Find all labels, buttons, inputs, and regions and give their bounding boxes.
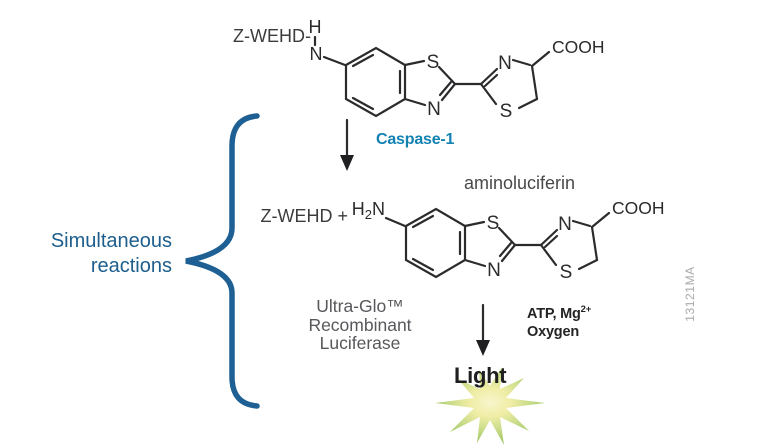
- bond: [530, 50, 551, 68]
- benzene-ring: [404, 207, 467, 279]
- arrow-head: [340, 155, 354, 171]
- caspase-1-label: Caspase-1: [376, 131, 455, 148]
- cofactors-label: ATP, Mg2+ Oxygen: [527, 301, 591, 341]
- cofactors-base: ATP, Mg: [527, 305, 581, 322]
- bond: [351, 53, 375, 68]
- atom-s: S: [487, 213, 500, 234]
- light-label: Light: [454, 363, 507, 388]
- bond: [511, 58, 532, 67]
- bond: [517, 97, 539, 110]
- bond: [411, 214, 435, 229]
- amine-n-label: N: [310, 44, 323, 64]
- bond: [500, 243, 517, 263]
- cofactors-superscript: 2+: [580, 304, 592, 315]
- cofactors-line2: Oxygen: [527, 323, 579, 340]
- atom-n: N: [427, 99, 441, 120]
- arrow-down-icon: [340, 118, 354, 171]
- amine-subscript: 2: [365, 207, 372, 222]
- bond: [497, 226, 517, 247]
- amine-h2n-label: H2N: [352, 199, 385, 222]
- bond: [539, 228, 559, 247]
- bond: [437, 65, 457, 86]
- bond: [403, 59, 426, 67]
- bond: [440, 82, 457, 102]
- product-structure: Z-WEHD + H2N S N N S COOH: [261, 198, 665, 283]
- bond: [411, 257, 435, 272]
- bond: [483, 73, 499, 88]
- amine-h-label: H: [309, 17, 322, 37]
- bond: [463, 258, 487, 268]
- aminoluciferin-label: aminoluciferin: [464, 173, 576, 193]
- carboxyl-label: COOH: [612, 198, 665, 218]
- bond: [322, 55, 347, 67]
- atom-n: N: [498, 53, 512, 74]
- luciferase-line3: Luciferase: [319, 333, 401, 353]
- bond: [384, 216, 407, 228]
- bond: [539, 243, 558, 267]
- atom-n: N: [487, 260, 501, 281]
- luciferase-label: Ultra-Glo™ Recombinant Luciferase: [286, 297, 434, 353]
- carboxyl-label: COOH: [552, 37, 605, 57]
- atom-s: S: [427, 52, 440, 73]
- atom-n: N: [558, 214, 572, 235]
- bond: [590, 211, 611, 229]
- figure-id-watermark: 13121MA: [683, 266, 697, 322]
- atom-s: S: [500, 101, 513, 122]
- substrate-structure: Z-WEHD- H N S N N S COOH: [233, 17, 604, 122]
- bond: [438, 80, 453, 97]
- benzene-ring: [344, 46, 407, 118]
- bond: [479, 82, 498, 106]
- starburst-icon: [435, 367, 545, 445]
- brace-label-line1: Simultaneous: [50, 230, 172, 252]
- arrow-head: [476, 340, 490, 356]
- bond: [577, 258, 599, 271]
- arrow-down-icon: [476, 303, 490, 356]
- brace-icon: [185, 113, 260, 409]
- bond: [571, 219, 592, 228]
- bond: [590, 225, 599, 262]
- bond: [543, 234, 559, 249]
- simultaneous-reactions-label: Simultaneous reactions: [16, 229, 172, 279]
- bond: [463, 220, 486, 228]
- atom-s: S: [560, 262, 573, 283]
- luciferase-line2: Recombinant: [308, 314, 412, 335]
- product-peptide-label: Z-WEHD +: [261, 206, 349, 226]
- luciferase-line1: Ultra-Glo™: [316, 296, 404, 316]
- amine-n: N: [372, 199, 385, 219]
- bond: [479, 67, 499, 86]
- amine-h: H: [352, 199, 365, 219]
- substrate-peptide-label: Z-WEHD-: [233, 26, 311, 46]
- bond: [498, 241, 513, 258]
- bond: [530, 64, 539, 101]
- brace-label-line2: reactions: [90, 255, 172, 277]
- bond: [351, 96, 375, 111]
- bond: [403, 97, 427, 107]
- cofactors-line1: ATP, Mg2+: [527, 301, 591, 323]
